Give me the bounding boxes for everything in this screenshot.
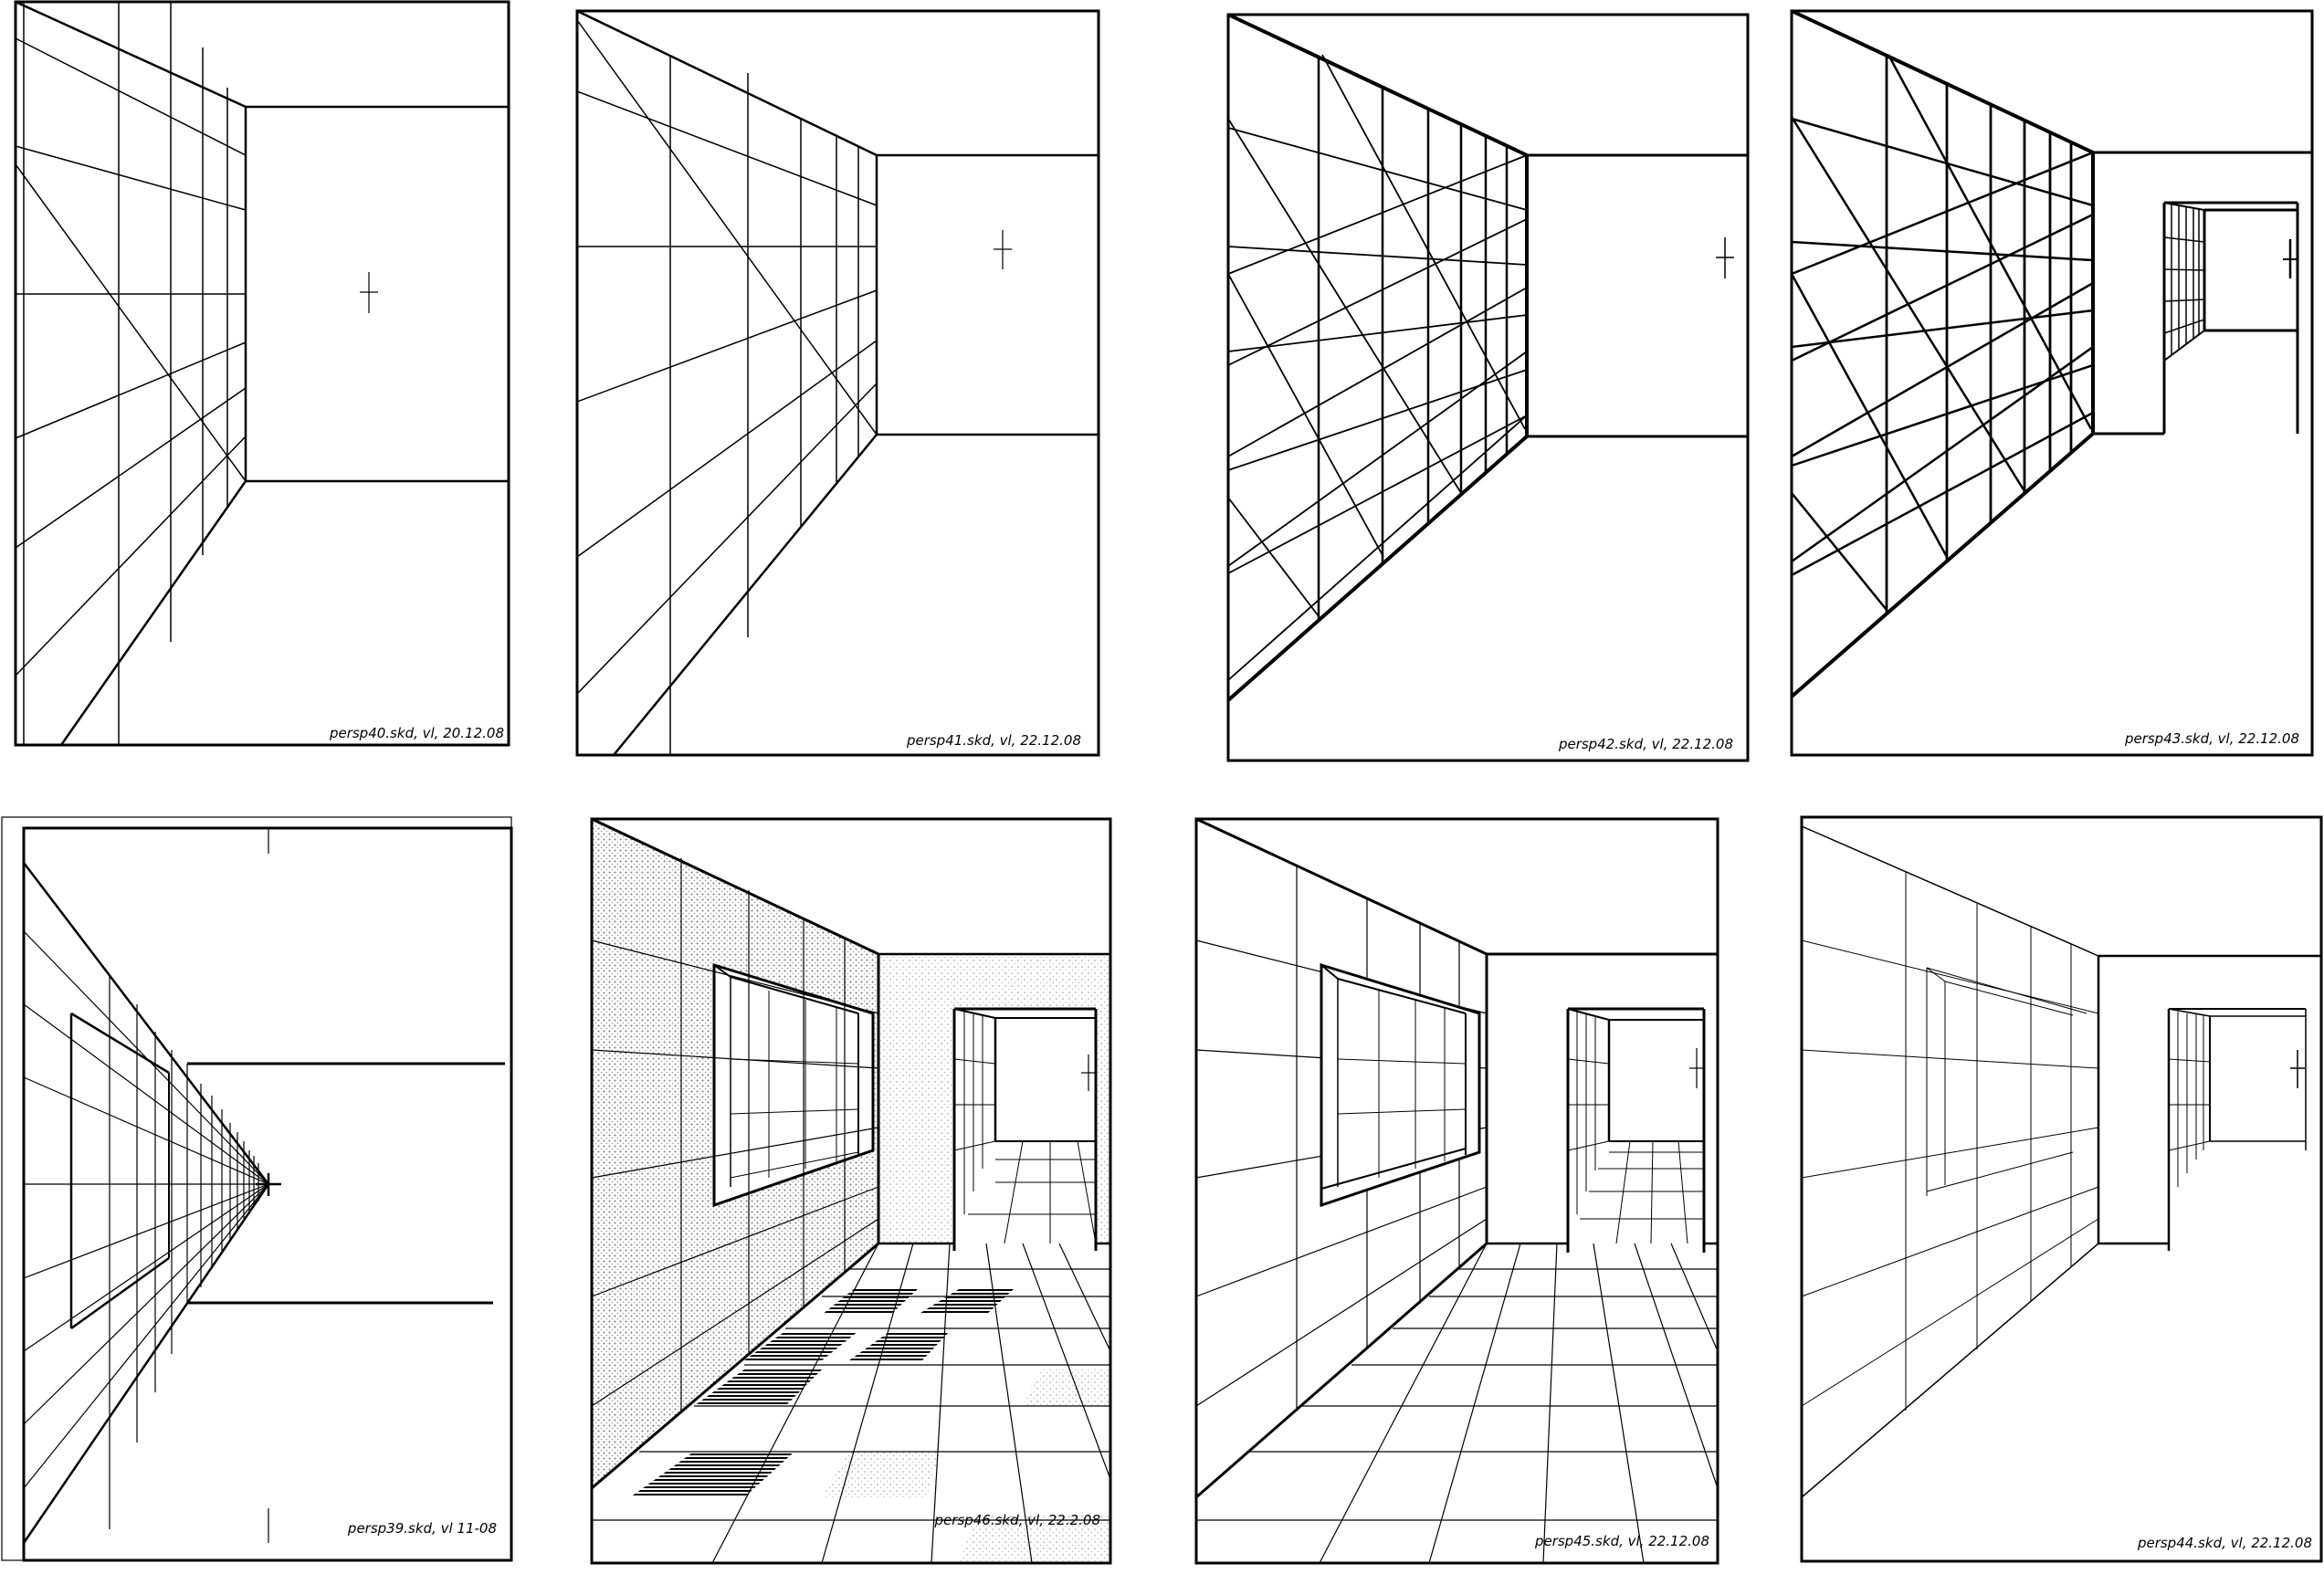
caption-persp45: persp45.skd, vl, 22.12.08 xyxy=(1534,1533,1709,1549)
panel-persp42 xyxy=(1226,13,1750,762)
panel-persp44 xyxy=(1800,815,2323,1563)
panel-persp43 xyxy=(1790,9,2314,757)
caption-persp41: persp41.skd, vl, 22.12.08 xyxy=(906,732,1081,749)
caption-persp42: persp42.skd, vl, 22.12.08 xyxy=(1558,736,1733,752)
caption-persp44: persp44.skd, vl, 22.12.08 xyxy=(2137,1535,2312,1551)
caption-persp40: persp40.skd, vl, 20.12.08 xyxy=(329,725,504,741)
panel-persp46 xyxy=(590,817,1112,1565)
caption-persp39: persp39.skd, vl 11-08 xyxy=(347,1520,497,1537)
panel-persp45 xyxy=(1194,817,1719,1565)
panel-persp39 xyxy=(1,816,513,1562)
caption-persp43: persp43.skd, vl, 22.12.08 xyxy=(2124,730,2299,747)
caption-persp46: persp46.skd, vl, 22.2.08 xyxy=(933,1512,1100,1528)
panel-persp41 xyxy=(575,9,1100,757)
panel-persp40 xyxy=(14,0,510,747)
